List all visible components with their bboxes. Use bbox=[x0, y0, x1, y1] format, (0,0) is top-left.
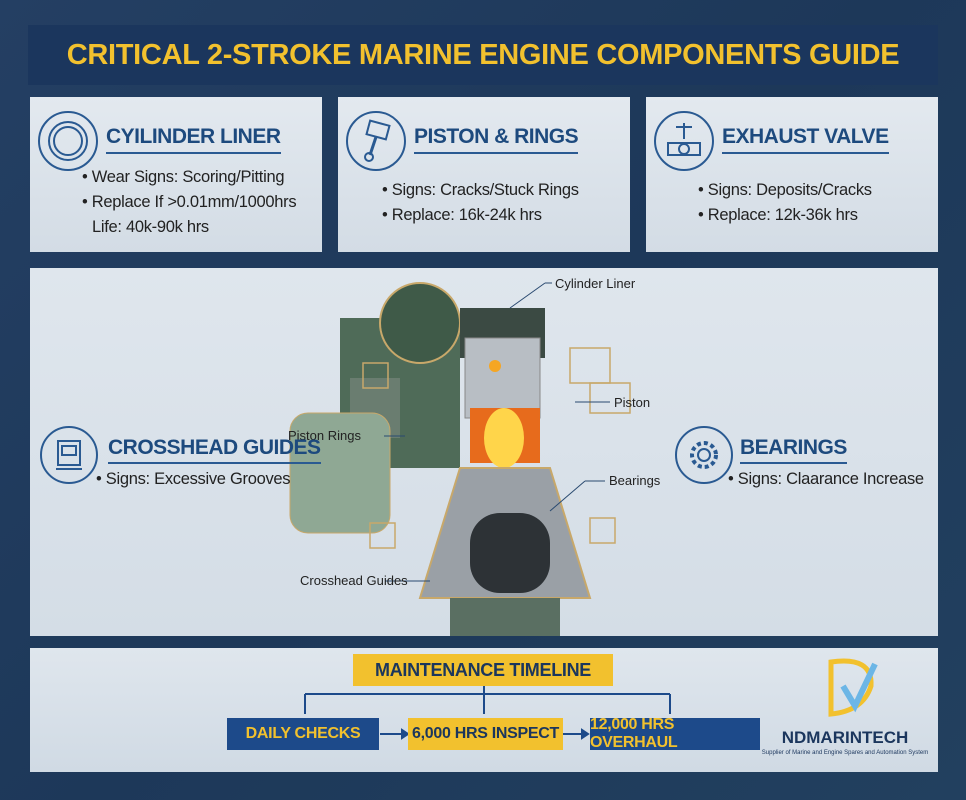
label-cylinder-liner: Cylinder Liner bbox=[555, 276, 636, 291]
label-bearings: Bearings bbox=[609, 473, 661, 488]
card-cylinder-liner: CYILINDER LINER Wear Signs: Scoring/Pitt… bbox=[30, 97, 322, 252]
piston-icon bbox=[346, 111, 406, 171]
card-exhaust-valve: EXHAUST VALVE Signs: Deposits/Cracks Rep… bbox=[646, 97, 938, 252]
list-item: Replace If >0.01mm/1000hrs bbox=[82, 190, 297, 215]
bearings-signs: • Signs: Claarance Increase bbox=[728, 470, 924, 488]
label-crosshead-guides: Crosshead Guides bbox=[300, 573, 408, 588]
card-title: CYILINDER LINER bbox=[106, 125, 281, 154]
card-piston-rings: PISTON & RINGS Signs: Cracks/Stuck Rings… bbox=[338, 97, 630, 252]
bearings-signs-text: Signs: Claarance Increase bbox=[737, 470, 924, 488]
engine-diagram-panel: Cylinder Liner Piston Piston Rings Beari… bbox=[30, 268, 938, 636]
maintenance-timeline-panel: MAINTENANCE TIMELINE DAILY CHECKS 6,000 … bbox=[30, 648, 938, 772]
list-item: Life: 40k-90k hrs bbox=[92, 218, 209, 236]
page-title: CRITICAL 2-STROKE MARINE ENGINE COMPONEN… bbox=[28, 25, 938, 85]
label-piston-rings: Piston Rings bbox=[288, 428, 361, 443]
crosshead-title: CROSSHEAD GUIDES bbox=[108, 436, 321, 464]
bearings-title: BEARINGS bbox=[740, 436, 847, 464]
step-6000-hrs-inspect: 6,000 HRS INSPECT bbox=[408, 718, 563, 750]
step-12000-hrs-overhaul: 12,000 HRS OVERHAUL bbox=[590, 716, 760, 751]
timeline-title: MAINTENANCE TIMELINE bbox=[353, 654, 613, 686]
gear-icon bbox=[675, 426, 733, 484]
list-item: Replace: 12k-36k hrs bbox=[698, 203, 872, 228]
card-title: EXHAUST VALVE bbox=[722, 125, 889, 154]
list-item: Signs: Deposits/Cracks bbox=[698, 178, 872, 203]
list-item: Wear Signs: Scoring/Pitting bbox=[82, 165, 296, 190]
valve-icon bbox=[654, 111, 714, 171]
crosshead-icon bbox=[40, 426, 98, 484]
label-piston: Piston bbox=[614, 395, 651, 410]
card-list: Signs: Cracks/Stuck Rings Replace: 16k-2… bbox=[382, 178, 579, 228]
card-title: PISTON & RINGS bbox=[414, 125, 579, 154]
engine-cross-section-illustration bbox=[289, 282, 631, 636]
cylinder-liner-icon bbox=[38, 111, 98, 171]
timeline-connectors bbox=[304, 686, 671, 740]
step-daily-checks: DAILY CHECKS bbox=[227, 718, 379, 750]
card-list: Signs: Deposits/Cracks Replace: 12k-36k … bbox=[698, 178, 872, 228]
crosshead-signs: • Signs: Excessive Grooves bbox=[96, 470, 291, 488]
logo-emblem bbox=[828, 658, 878, 717]
crosshead-signs-text: Signs: Excessive Grooves bbox=[105, 470, 291, 488]
card-list: Wear Signs: Scoring/Pitting Replace If >… bbox=[82, 165, 297, 240]
list-item: Signs: Cracks/Stuck Rings bbox=[382, 178, 579, 203]
company-logo: NDMARINTECH Supplier of Marine and Engin… bbox=[755, 656, 935, 768]
logo-tagline: Supplier of Marine and Engine Spares and… bbox=[761, 750, 929, 756]
list-item: Replace: 16k-24k hrs bbox=[382, 203, 579, 228]
logo-name: NDMARINTECH bbox=[781, 728, 909, 747]
